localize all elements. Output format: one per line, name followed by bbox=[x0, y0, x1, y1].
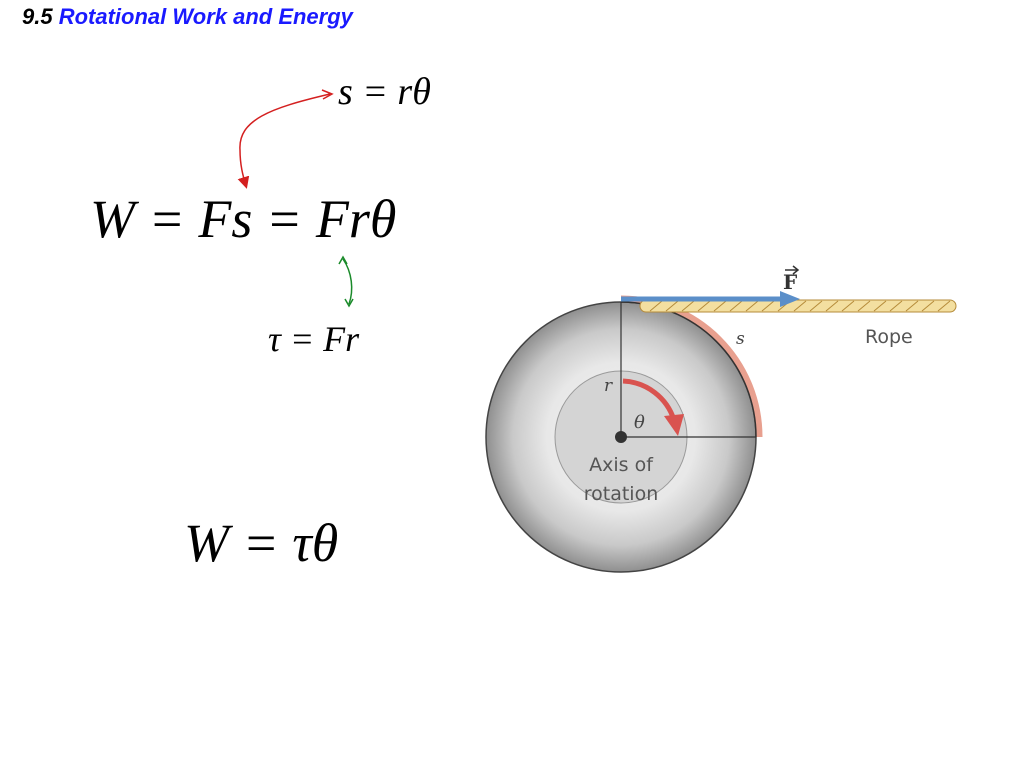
axis-label-line2: rotation bbox=[584, 483, 659, 505]
force-label-group: F bbox=[783, 265, 800, 294]
torque-equation: τ = Fr bbox=[268, 319, 360, 359]
force-label: F bbox=[783, 270, 797, 294]
angle-label: θ bbox=[634, 412, 645, 433]
red-curved-arrow-icon bbox=[237, 89, 334, 189]
section-title: Rotational Work and Energy bbox=[58, 4, 353, 29]
rope-label: Rope bbox=[865, 326, 913, 348]
angle-arrow-icon bbox=[622, 378, 684, 436]
section-number: 9.5 bbox=[22, 4, 53, 29]
work-equation: W = Fs = Frθ bbox=[90, 189, 397, 249]
wheel-figure bbox=[485, 291, 957, 573]
radius-label: r bbox=[604, 376, 613, 396]
force-arrow-icon bbox=[621, 291, 800, 307]
vector-arrow-icon bbox=[785, 265, 800, 275]
green-double-arrow-icon bbox=[338, 255, 354, 308]
arc-length-equation: s = rθ bbox=[338, 71, 431, 113]
arc-label: s bbox=[736, 329, 745, 349]
axis-label-line1: Axis of bbox=[589, 454, 654, 476]
work-torque-equation: W = τθ bbox=[184, 513, 339, 573]
rope bbox=[639, 299, 957, 313]
slide-title: 9.5 Rotational Work and Energy bbox=[22, 4, 353, 30]
axis-dot bbox=[615, 431, 627, 443]
